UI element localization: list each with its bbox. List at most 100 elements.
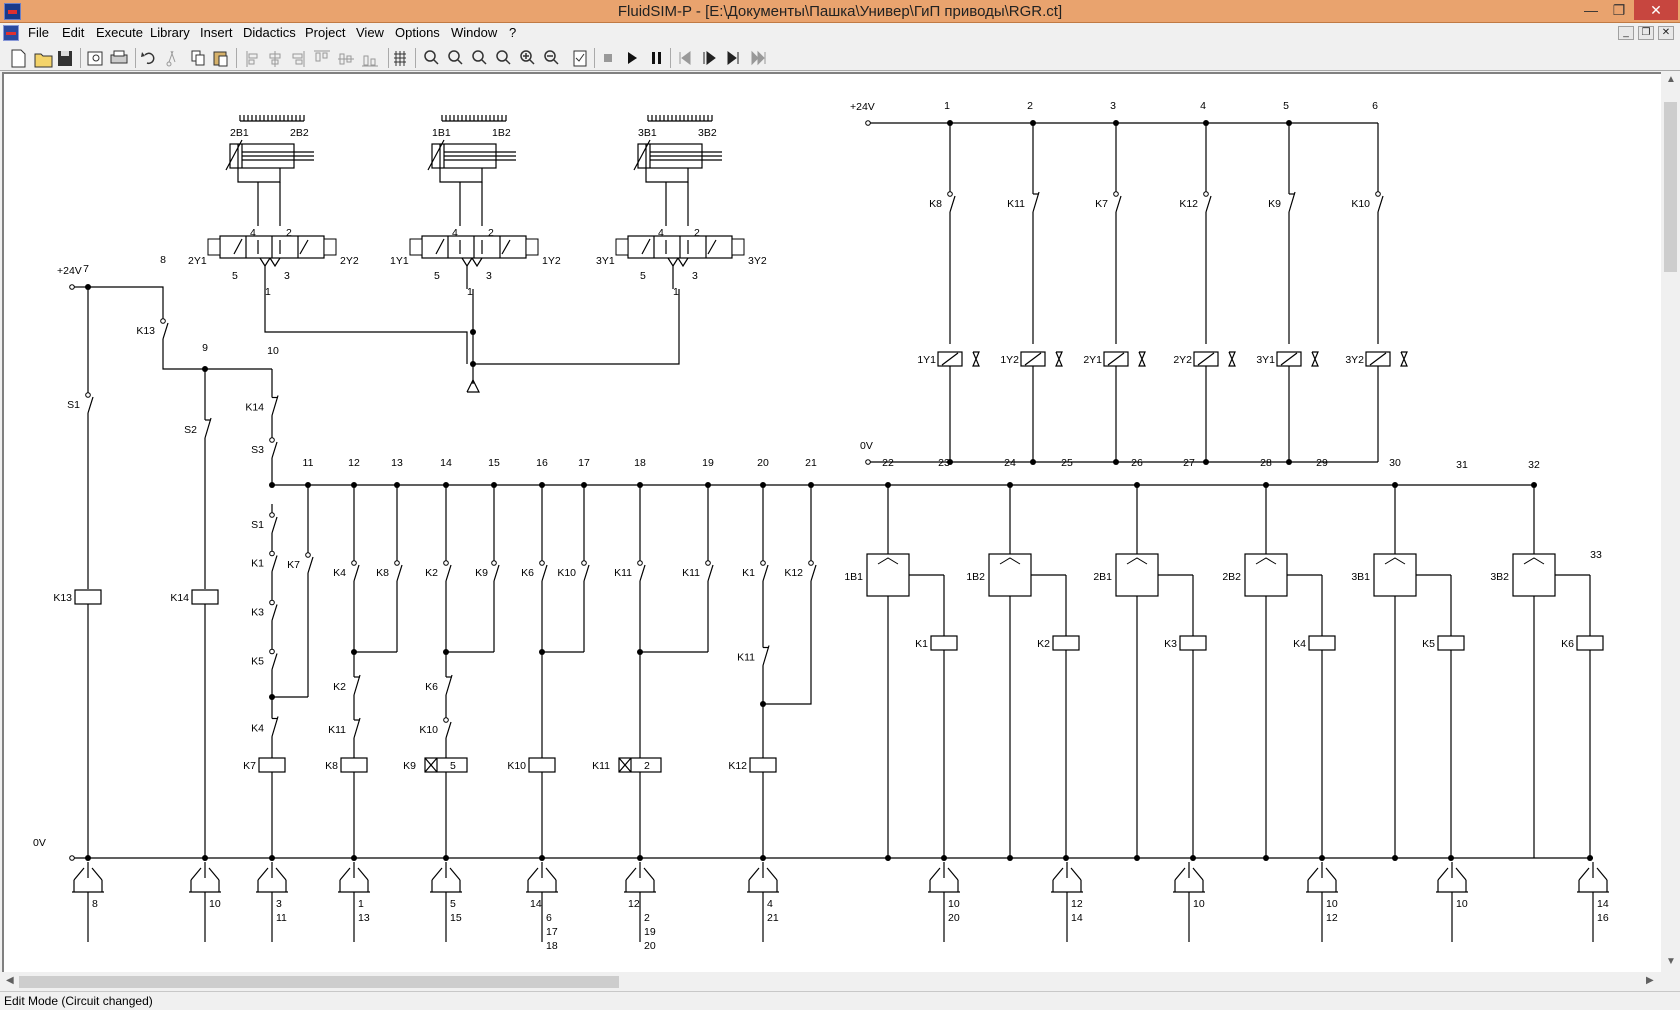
save-icon[interactable] (58, 51, 72, 66)
rung-number: 7 (83, 263, 89, 275)
relay-contact-label: K5 (251, 656, 264, 668)
scroll-down-arrow-icon[interactable]: ▼ (1666, 956, 1676, 967)
cross-reference-number: 10 (1193, 898, 1205, 910)
valve-solenoid (525, 238, 539, 256)
align-right-icon[interactable] (292, 51, 305, 67)
junction-dot (1587, 855, 1593, 861)
valve-solenoid (323, 238, 337, 256)
align-middle-icon[interactable] (338, 53, 354, 65)
menu-project[interactable]: Project (305, 25, 346, 40)
rung-number: 15 (488, 457, 500, 469)
zoom-out-icon[interactable] (544, 50, 559, 65)
valve-solenoid (615, 238, 629, 256)
zoom-fit-icon[interactable] (424, 50, 439, 65)
print-preview-icon[interactable] (87, 51, 103, 66)
valve-port-label: 3 (692, 270, 698, 282)
wire (271, 441, 278, 459)
menu-execute[interactable]: Execute (96, 25, 143, 40)
valve-coil-label: 2Y2 (340, 255, 359, 267)
coil-label: K3 (1164, 638, 1177, 650)
connection-point (1113, 191, 1119, 197)
scroll-up-arrow-icon[interactable]: ▲ (1666, 74, 1676, 85)
reset-icon[interactable] (679, 51, 691, 65)
open-file-icon[interactable] (34, 53, 53, 68)
mdi-close-button[interactable]: ✕ (1658, 26, 1674, 40)
scroll-right-arrow-icon[interactable]: ▶ (1646, 975, 1654, 986)
relay-contact-label: K11 (614, 567, 632, 579)
menu-window[interactable]: Window (451, 25, 498, 40)
vertical-scroll-thumb[interactable] (1664, 102, 1677, 272)
horizontal-scrollbar[interactable]: ◀ ▶ (2, 972, 1661, 991)
close-button[interactable]: ✕ (1634, 0, 1678, 20)
document-icon[interactable] (3, 25, 19, 41)
mdi-restore-button[interactable]: ❐ (1638, 26, 1654, 40)
wire (73, 867, 85, 881)
menu-edit[interactable]: Edit (62, 25, 85, 40)
wire (1174, 867, 1186, 881)
connection-point (443, 717, 449, 723)
menu-file[interactable]: File (28, 25, 49, 40)
connection-point (808, 560, 814, 566)
connection-point (305, 552, 311, 558)
menu-insert[interactable]: Insert (200, 25, 233, 40)
valve-port-label: 3 (284, 270, 290, 282)
mdi-minimize-button[interactable]: _ (1618, 26, 1634, 40)
zoom-previous-icon[interactable] (496, 50, 511, 65)
align-center-icon[interactable] (269, 51, 281, 67)
step-icon[interactable] (703, 51, 716, 65)
menu-help[interactable]: ? (509, 25, 517, 40)
connection-point (539, 560, 545, 566)
connection-point (947, 191, 953, 197)
cross-reference-number: 21 (767, 912, 779, 924)
valve-solenoid (731, 238, 745, 256)
connection-point (491, 560, 497, 566)
menu-library[interactable]: Library (150, 25, 190, 40)
relay-coil (1308, 635, 1336, 651)
menu-options[interactable]: Options (395, 25, 440, 40)
align-top-icon[interactable] (314, 50, 330, 62)
relay-contact-label: K11 (682, 567, 700, 579)
rung-number: 25 (1061, 457, 1073, 469)
zoom-window-icon[interactable] (448, 50, 463, 65)
single-step-icon[interactable] (727, 51, 739, 65)
zoom-circuit-icon[interactable] (472, 50, 487, 65)
print-icon[interactable] (110, 50, 128, 64)
fluidsim-app-icon[interactable] (4, 3, 21, 20)
copy-icon[interactable] (191, 50, 205, 66)
wire (204, 417, 212, 439)
wire (88, 286, 164, 310)
grid-icon[interactable] (394, 51, 406, 66)
relay-contact-label: K12 (1179, 198, 1198, 210)
wire (435, 238, 445, 255)
stop-icon[interactable] (604, 54, 612, 62)
horizontal-scroll-thumb[interactable] (19, 976, 619, 988)
rung-number: 32 (1528, 459, 1540, 471)
minimize-button[interactable]: — (1584, 2, 1598, 18)
check-drawing-icon[interactable] (573, 50, 587, 67)
relay-contact-label: K9 (475, 567, 488, 579)
cross-reference-number: 10 (948, 898, 960, 910)
paste-icon[interactable] (213, 51, 228, 67)
maximize-button[interactable]: ❐ (1612, 2, 1626, 18)
align-left-icon[interactable] (246, 51, 258, 67)
align-bottom-icon[interactable] (362, 55, 378, 67)
wire (237, 168, 281, 183)
scroll-left-arrow-icon[interactable]: ◀ (6, 975, 14, 986)
play-icon[interactable] (628, 52, 637, 64)
wire (1311, 351, 1319, 367)
sensor-label: 2B2 (1222, 571, 1241, 583)
coil-label: K5 (1422, 638, 1435, 650)
new-file-icon[interactable] (11, 49, 26, 68)
proximity-sensor (1512, 553, 1556, 597)
zoom-in-icon[interactable] (520, 50, 535, 65)
vertical-scrollbar[interactable]: ▲ ▼ (1661, 72, 1680, 972)
menu-didactics[interactable]: Didactics (243, 25, 296, 40)
pause-icon[interactable] (652, 52, 661, 64)
until-state-change-icon[interactable] (751, 50, 766, 66)
menu-view[interactable]: View (356, 25, 384, 40)
wire (439, 168, 483, 183)
undo-icon[interactable] (141, 52, 155, 65)
relay-coil (1576, 635, 1604, 651)
cut-icon[interactable] (166, 50, 176, 67)
